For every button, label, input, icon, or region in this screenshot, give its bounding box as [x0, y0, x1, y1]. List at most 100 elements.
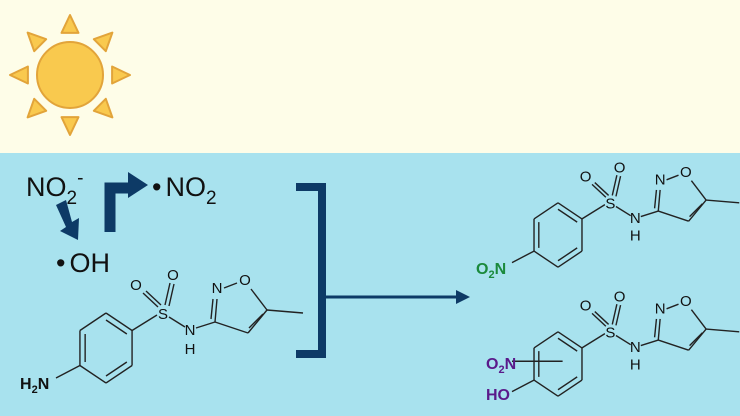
nitrogen-atom: N — [185, 322, 196, 339]
ring-double-bond — [105, 319, 128, 335]
nitrogen-atom: N — [212, 280, 223, 297]
bond — [690, 309, 707, 330]
bond — [615, 334, 632, 346]
sun-ray — [92, 97, 114, 119]
nitro-group-label: O2N — [476, 261, 506, 281]
bracket — [296, 183, 326, 358]
ring-bond — [557, 331, 583, 349]
oh-radical-label: •OH — [56, 248, 110, 278]
bond — [195, 321, 216, 329]
bond — [653, 318, 658, 338]
nitrite-label: NO2- — [26, 168, 83, 209]
ring-bond — [533, 379, 559, 397]
sun-ray — [60, 116, 80, 136]
bond — [658, 210, 689, 222]
bond — [658, 339, 689, 351]
bond — [653, 189, 658, 209]
sun-disc — [36, 41, 104, 109]
methyl-bond — [706, 328, 740, 333]
ring-bond — [79, 312, 107, 332]
nitrogen-atom: N — [630, 210, 641, 227]
bond — [145, 290, 162, 306]
nitrogen-atom: N — [630, 339, 641, 356]
bond — [581, 333, 606, 349]
oxygen-atom: O — [614, 159, 626, 176]
nitro-substituent-label: O2N — [486, 356, 516, 376]
bond — [142, 292, 159, 308]
sun-ray — [60, 14, 80, 34]
sun-ray — [26, 97, 48, 119]
bond — [591, 312, 607, 327]
nitrogen-atom: N — [655, 300, 666, 317]
ring-double-bond — [557, 208, 578, 223]
bond — [214, 321, 249, 334]
bond — [581, 204, 606, 220]
ring-bond — [533, 250, 559, 268]
bond — [611, 175, 618, 196]
bond — [611, 304, 618, 325]
no2-formation-arrow-head — [128, 172, 148, 198]
oxygen-atom: O — [239, 272, 251, 289]
oxygen-atom: O — [580, 169, 592, 186]
ring-bond — [557, 379, 583, 397]
methyl-bond — [266, 309, 304, 314]
bond — [690, 180, 707, 201]
bond — [666, 303, 679, 310]
bond — [688, 328, 707, 351]
sky-background — [0, 0, 740, 153]
ring-bond — [533, 202, 559, 220]
bond — [640, 210, 659, 218]
oxygen-atom: O — [680, 293, 692, 310]
oh-formation-arrow — [56, 200, 79, 240]
bond — [168, 283, 175, 307]
bond — [247, 309, 268, 334]
sulfur-atom: S — [605, 195, 615, 212]
sulfur-atom: S — [605, 324, 615, 341]
bond — [168, 316, 186, 328]
bond — [657, 318, 661, 341]
ring-double-bond — [557, 247, 578, 262]
sun-ray — [92, 31, 114, 53]
ring-double-bond — [557, 337, 578, 352]
sulfur-atom: S — [158, 306, 168, 323]
bond — [223, 282, 238, 289]
bond — [689, 203, 703, 218]
ring-bond — [105, 312, 133, 332]
bond — [250, 288, 268, 311]
oxygen-atom: O — [614, 288, 626, 305]
bond — [164, 282, 171, 306]
no2-radical-label: •NO2 — [152, 172, 217, 209]
sun-ray — [9, 65, 29, 85]
bond — [248, 313, 264, 329]
bond — [615, 304, 622, 326]
product-arrow-head — [456, 290, 470, 304]
oxygen-atom: O — [167, 267, 179, 284]
hydroxy-substituent-label: HO — [486, 387, 510, 404]
sun-ray — [111, 65, 131, 85]
bond — [615, 205, 632, 217]
ring-bond — [79, 364, 107, 384]
methyl-bond — [706, 199, 740, 204]
ring-bond — [533, 331, 559, 349]
bond — [131, 314, 158, 332]
ring-bond — [557, 202, 583, 220]
nitro-bond — [511, 250, 535, 264]
bond — [666, 174, 679, 181]
hydrogen-atom: H — [185, 341, 196, 358]
oxygen-atom: O — [130, 277, 142, 294]
nitrogen-atom: N — [655, 171, 666, 188]
oxygen-atom: O — [680, 164, 692, 181]
bond — [688, 199, 707, 222]
bond — [594, 311, 610, 325]
bond — [640, 339, 659, 347]
hydrogen-atom: H — [630, 228, 641, 245]
ring-double-bond — [105, 361, 128, 377]
ring-double-bond — [557, 376, 578, 391]
oxygen-atom: O — [580, 298, 592, 315]
no2-formation-arrow-shaft — [104, 182, 130, 232]
